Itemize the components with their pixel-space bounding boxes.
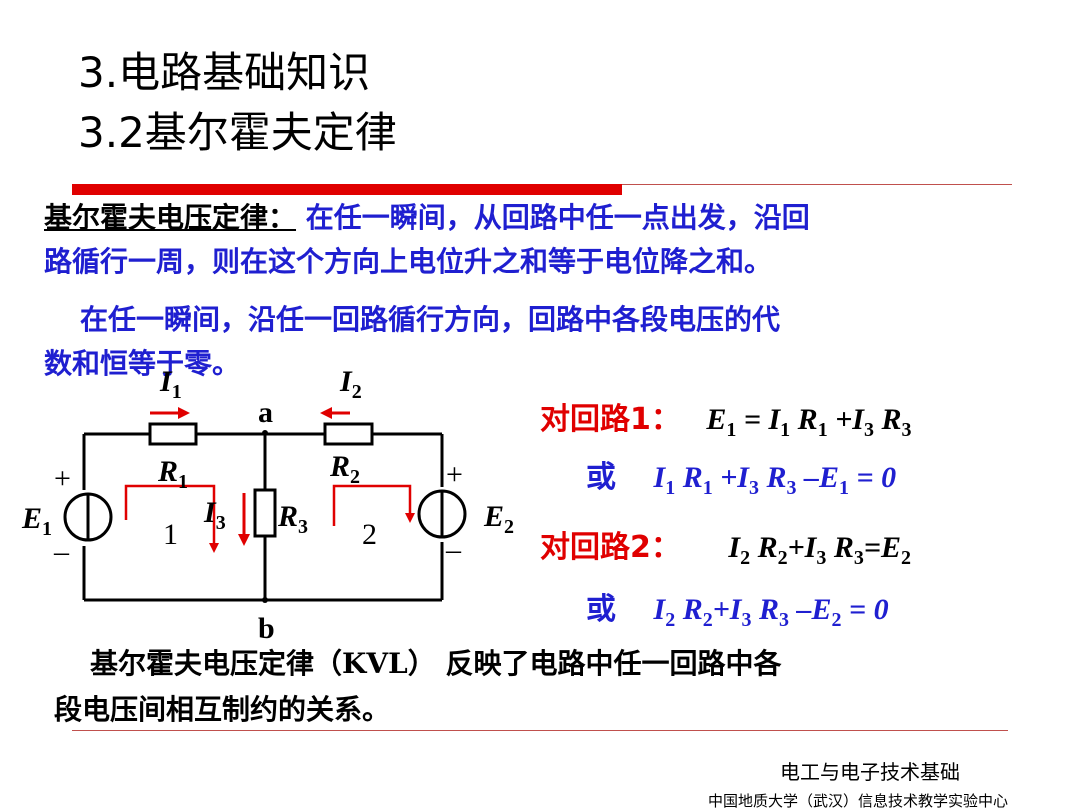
label-node-b: b: [258, 612, 275, 645]
label-loop-1: 1: [163, 518, 178, 551]
definition-line-1: 基尔霍夫电压定律： 在任一瞬间，从回路中任一点出发，沿回: [44, 196, 810, 240]
equation-loop1-alt: 或 I1 R1 +I3 R3 –E1 = 0: [586, 460, 897, 499]
label-e1-plus: +: [54, 462, 71, 495]
label-r3: R3: [278, 500, 309, 538]
slide-title: 3.电路基础知识: [78, 48, 371, 97]
label-r1: R1: [158, 455, 189, 493]
loop1-arrow: [124, 484, 216, 546]
definition-text-2: 路循行一周，则在这个方向上电位升之和等于电位降之和。: [44, 245, 773, 278]
statement-line-2: 数和恒等于零。: [44, 347, 241, 380]
label-e1: E1: [22, 502, 53, 540]
conclusion-line-2: 段电压间相互制约的关系。: [54, 693, 391, 726]
loop2-arrow: [332, 484, 412, 526]
title-accent-bar: [72, 184, 622, 195]
label-e2-minus: –: [446, 533, 461, 566]
slide-subtitle: 3.2基尔霍夫定律: [78, 108, 397, 157]
label-i1: I1: [160, 365, 182, 403]
footer-course: 电工与电子技术基础: [780, 760, 960, 784]
label-i2: I2: [340, 365, 362, 403]
footer-institution: 中国地质大学（武汉）信息技术教学实验中心: [708, 792, 1009, 810]
definition-text-1: 在任一瞬间，从回路中任一点出发，沿回: [305, 201, 810, 234]
footer-divider: [72, 730, 1008, 731]
label-i3: I3: [204, 496, 226, 534]
label-e1-minus: –: [54, 535, 69, 568]
label-loop-2: 2: [362, 518, 377, 551]
label-e2: E2: [484, 500, 515, 538]
node-a-dot: [262, 430, 268, 436]
equation-loop1: 对回路1： E1 = I1 R1 +I3 R3: [540, 402, 912, 441]
conclusion-line-1: 基尔霍夫电压定律（KVL） 反映了电路中任一回路中各: [90, 647, 782, 680]
node-b-dot: [262, 597, 268, 603]
circuit-diagram: [63, 407, 467, 603]
resistor-r2: [323, 422, 374, 446]
title-divider-line: [622, 184, 1012, 185]
resistor-r3: [253, 488, 277, 538]
equation-loop2-alt: 或 I2 R2+I3 R3 –E2 = 0: [586, 592, 889, 631]
definition-term: 基尔霍夫电压定律：: [44, 201, 297, 234]
equation-loop2: 对回路2： I2 R2+I3 R3=E2: [540, 530, 911, 569]
label-e2-plus: +: [446, 458, 463, 491]
statement-line-1: 在任一瞬间，沿任一回路循行方向，回路中各段电压的代: [80, 303, 781, 336]
label-node-a: a: [258, 396, 273, 429]
label-r2: R2: [330, 450, 361, 488]
resistor-r1: [148, 422, 198, 446]
